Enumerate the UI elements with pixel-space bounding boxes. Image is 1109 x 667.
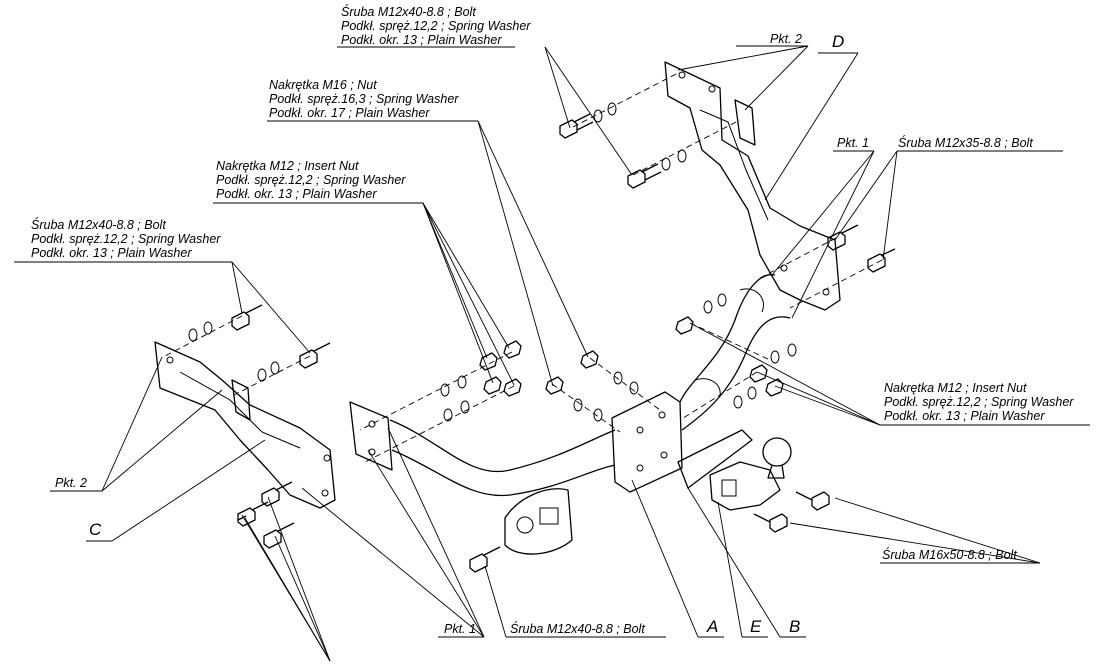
callout-bolt-m12x35: Śruba M12x35-8.8 ; Bolt [898, 136, 1033, 150]
callout-pkt1-bottom: Pkt. 1 [444, 622, 476, 636]
assembly-axes [164, 71, 883, 463]
socket-plate [504, 488, 573, 555]
ball-mount-b [677, 429, 792, 511]
callout-line: Podkł. okr. 13 ; Plain Washer [341, 33, 502, 47]
callout-line: Śruba M12x40-8.8 ; Bolt [341, 5, 476, 19]
callout-line: Podkł. spręż.16,3 ; Spring Washer [269, 92, 459, 106]
callout-pkt1-right: Pkt. 1 [837, 136, 869, 150]
callout-line: Podkł. okr. 17 ; Plain Washer [269, 106, 430, 120]
callout-pkt2-left: Pkt. 2 [55, 476, 87, 490]
part-letter-a: A [707, 617, 719, 636]
callout-bolt-m12x40-bottom: Śruba M12x40-8.8 ; Bolt [510, 622, 645, 636]
part-letter-d: D [832, 32, 845, 51]
callout-line: Śruba M12x40-8.8 ; Bolt [31, 218, 166, 232]
callout-underlines [14, 45, 1090, 638]
callout-pkt2-top: Pkt. 2 [770, 32, 802, 46]
main-frame-a [349, 274, 791, 497]
callout-nut-m12-left-group: Nakrętka M12 ; Insert Nut Podkł. spręż.1… [216, 159, 405, 201]
callout-nut-m12-right-group: Nakrętka M12 ; Insert Nut Podkł. spręż.1… [884, 381, 1073, 423]
bracket-d [664, 61, 841, 311]
leader-lines [101, 45, 1041, 662]
callout-line: Podkł. spręż.12,2 ; Spring Washer [341, 19, 531, 33]
part-letter-c: C [89, 520, 102, 539]
callout-top-bolt-group: Śruba M12x40-8.8 ; Bolt Podkł. spręż.12,… [341, 5, 530, 47]
part-letter-b: B [789, 617, 801, 636]
callout-line: Podkł. okr. 13 ; Plain Washer [31, 246, 192, 260]
callout-line: Podkł. okr. 13 ; Plain Washer [884, 409, 1045, 423]
callout-nut-m16-group: Nakrętka M16 ; Nut Podkł. spręż.16,3 ; S… [269, 78, 458, 120]
callout-bolt-m16x50: Śruba M16x50-8.8 ; Bolt [882, 548, 1017, 562]
callout-line: Podkł. okr. 13 ; Plain Washer [216, 187, 377, 201]
callout-line: Nakrętka M16 ; Nut [269, 78, 377, 92]
bracket-c [154, 341, 336, 509]
callout-line: Podkł. spręż.12,2 ; Spring Washer [31, 232, 221, 246]
callout-line: Podkł. spręż.12,2 ; Spring Washer [884, 395, 1074, 409]
callout-left-bolt-group: Śruba M12x40-8.8 ; Bolt Podkł. spręż.12,… [31, 218, 220, 260]
callout-line: Nakrętka M12 ; Insert Nut [216, 159, 359, 173]
callout-line: Nakrętka M12 ; Insert Nut [884, 381, 1027, 395]
fasteners [188, 102, 896, 573]
part-letter-e: E [750, 617, 762, 636]
callout-line: Podkł. spręż.12,2 ; Spring Washer [216, 173, 406, 187]
